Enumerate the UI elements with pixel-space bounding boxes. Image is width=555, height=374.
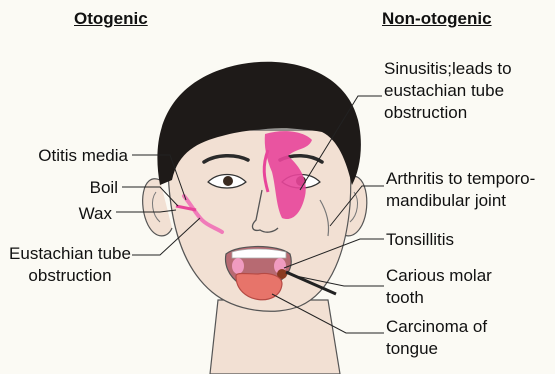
heading-non-otogenic: Non-otogenic [382, 8, 492, 30]
teeth [232, 249, 286, 258]
label-carcinoma-of-tongue: Carcinoma of tongue [386, 316, 526, 360]
label-eustachian-tube-obstruction: Eustachian tube obstruction [8, 243, 132, 287]
label-arthritis: Arthritis to temporo-mandibular joint [386, 168, 551, 212]
label-wax: Wax [10, 203, 112, 225]
left-pupil [223, 176, 233, 186]
label-boil: Boil [10, 177, 118, 199]
heading-otogenic: Otogenic [74, 8, 148, 30]
label-otitis-media: Otitis media [10, 145, 128, 167]
label-sinusitis: Sinusitis;leads to eustachian tube obstr… [384, 58, 552, 124]
label-carious-molar-tooth: Carious molar tooth [386, 265, 526, 309]
tonsil-left [232, 258, 244, 274]
label-tonsillitis: Tonsillitis [386, 229, 454, 251]
